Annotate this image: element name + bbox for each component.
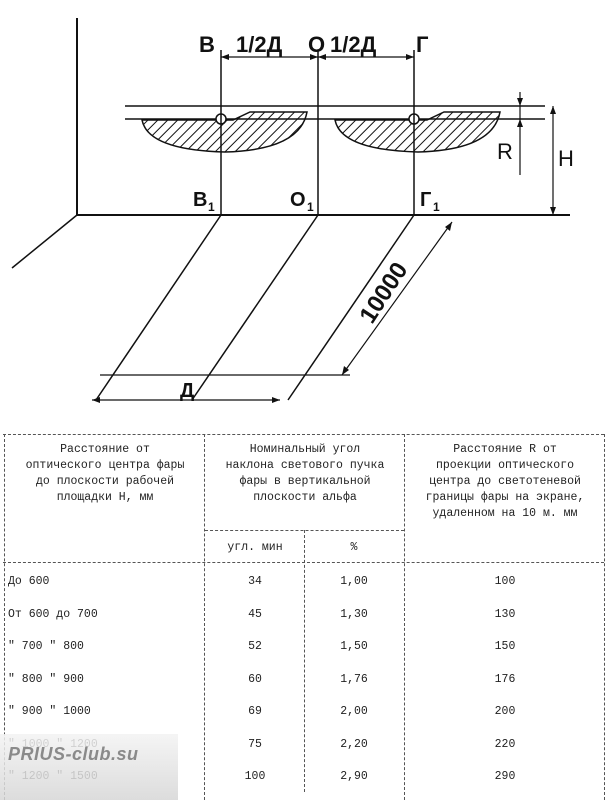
header-angle: Номинальный угол наклона светового пучка… (225, 443, 385, 504)
table-right-border (604, 434, 605, 800)
label-r: R (497, 139, 513, 164)
row-height-range: От 600 до 700 (8, 607, 98, 621)
subheader-divider (304, 530, 305, 792)
row-angle-percent: 1,30 (340, 607, 368, 621)
label-o1-sub: 1 (307, 200, 314, 214)
subheader-percent: % (350, 541, 358, 554)
header-r-distance: Расстояние R от проекции оптического цен… (425, 443, 585, 520)
label-half-left: 1/2Д (236, 32, 283, 57)
row-angle-minutes: 100 (244, 770, 266, 783)
row-r-distance: 200 (494, 705, 516, 718)
row-r-distance: 130 (494, 607, 516, 621)
row-height-range: " 700 " 800 (8, 640, 84, 653)
row-height-range: До 600 (8, 575, 50, 588)
distance-dimension-line (341, 221, 453, 376)
row-height-range: " 900 " 1000 (8, 705, 91, 718)
row-r-distance: 100 (494, 575, 516, 588)
row-r-distance: 150 (494, 640, 516, 653)
row-r-distance: 220 (494, 737, 516, 751)
label-g1-sub: 1 (433, 200, 440, 214)
label-h: H (558, 146, 574, 171)
headlight-aiming-diagram: В 1/2Д О 1/2Д Г В 1 О 1 Г 1 R H 10000 Д (11, 18, 574, 403)
row-height-range: " 800 " 900 (8, 672, 84, 686)
left-beam-spot (141, 111, 308, 153)
row-r-distance: 290 (494, 770, 516, 783)
table-divider-2 (404, 434, 405, 800)
label-d: Д (180, 380, 194, 402)
label-g1: Г (420, 189, 431, 211)
row-angle-percent: 2,00 (340, 705, 368, 718)
label-b1-sub: 1 (208, 200, 215, 214)
watermark-banner (0, 734, 178, 800)
row-angle-percent: 1,50 (340, 640, 368, 653)
floor-line-b1 (95, 214, 222, 401)
subheader-minutes: угл. мин (227, 541, 283, 554)
table-divider-1 (204, 434, 205, 800)
label-g: Г (416, 32, 429, 57)
label-o1: О (290, 189, 306, 211)
row-angle-minutes: 69 (248, 705, 262, 718)
label-b: В (199, 32, 215, 57)
header-height: Расстояние от оптического центра фары до… (25, 443, 185, 504)
row-r-distance: 176 (494, 672, 516, 686)
label-distance: 10000 (354, 258, 413, 329)
label-half-right: 1/2Д (330, 32, 377, 57)
row-angle-minutes: 52 (248, 640, 262, 653)
row-angle-minutes: 34 (248, 575, 262, 588)
row-angle-percent: 2,20 (340, 737, 368, 751)
right-beam-spot (334, 111, 501, 153)
row-angle-percent: 1,00 (340, 575, 368, 588)
table-top-rule (3, 434, 604, 435)
table-left-border (4, 434, 5, 800)
floor-line-o1 (191, 214, 319, 401)
header-bottom-rule (3, 562, 604, 563)
label-b1: В (193, 189, 207, 211)
row-angle-percent: 2,90 (340, 770, 368, 783)
floor-line-g1 (287, 214, 415, 401)
row-angle-minutes: 60 (248, 672, 262, 686)
row-angle-minutes: 45 (248, 607, 262, 621)
label-o: О (308, 32, 325, 57)
floor-edge (11, 214, 78, 269)
watermark-text: PRIUS-club.su (8, 744, 139, 764)
row-angle-minutes: 75 (248, 737, 262, 751)
row-angle-percent: 1,76 (340, 672, 368, 686)
